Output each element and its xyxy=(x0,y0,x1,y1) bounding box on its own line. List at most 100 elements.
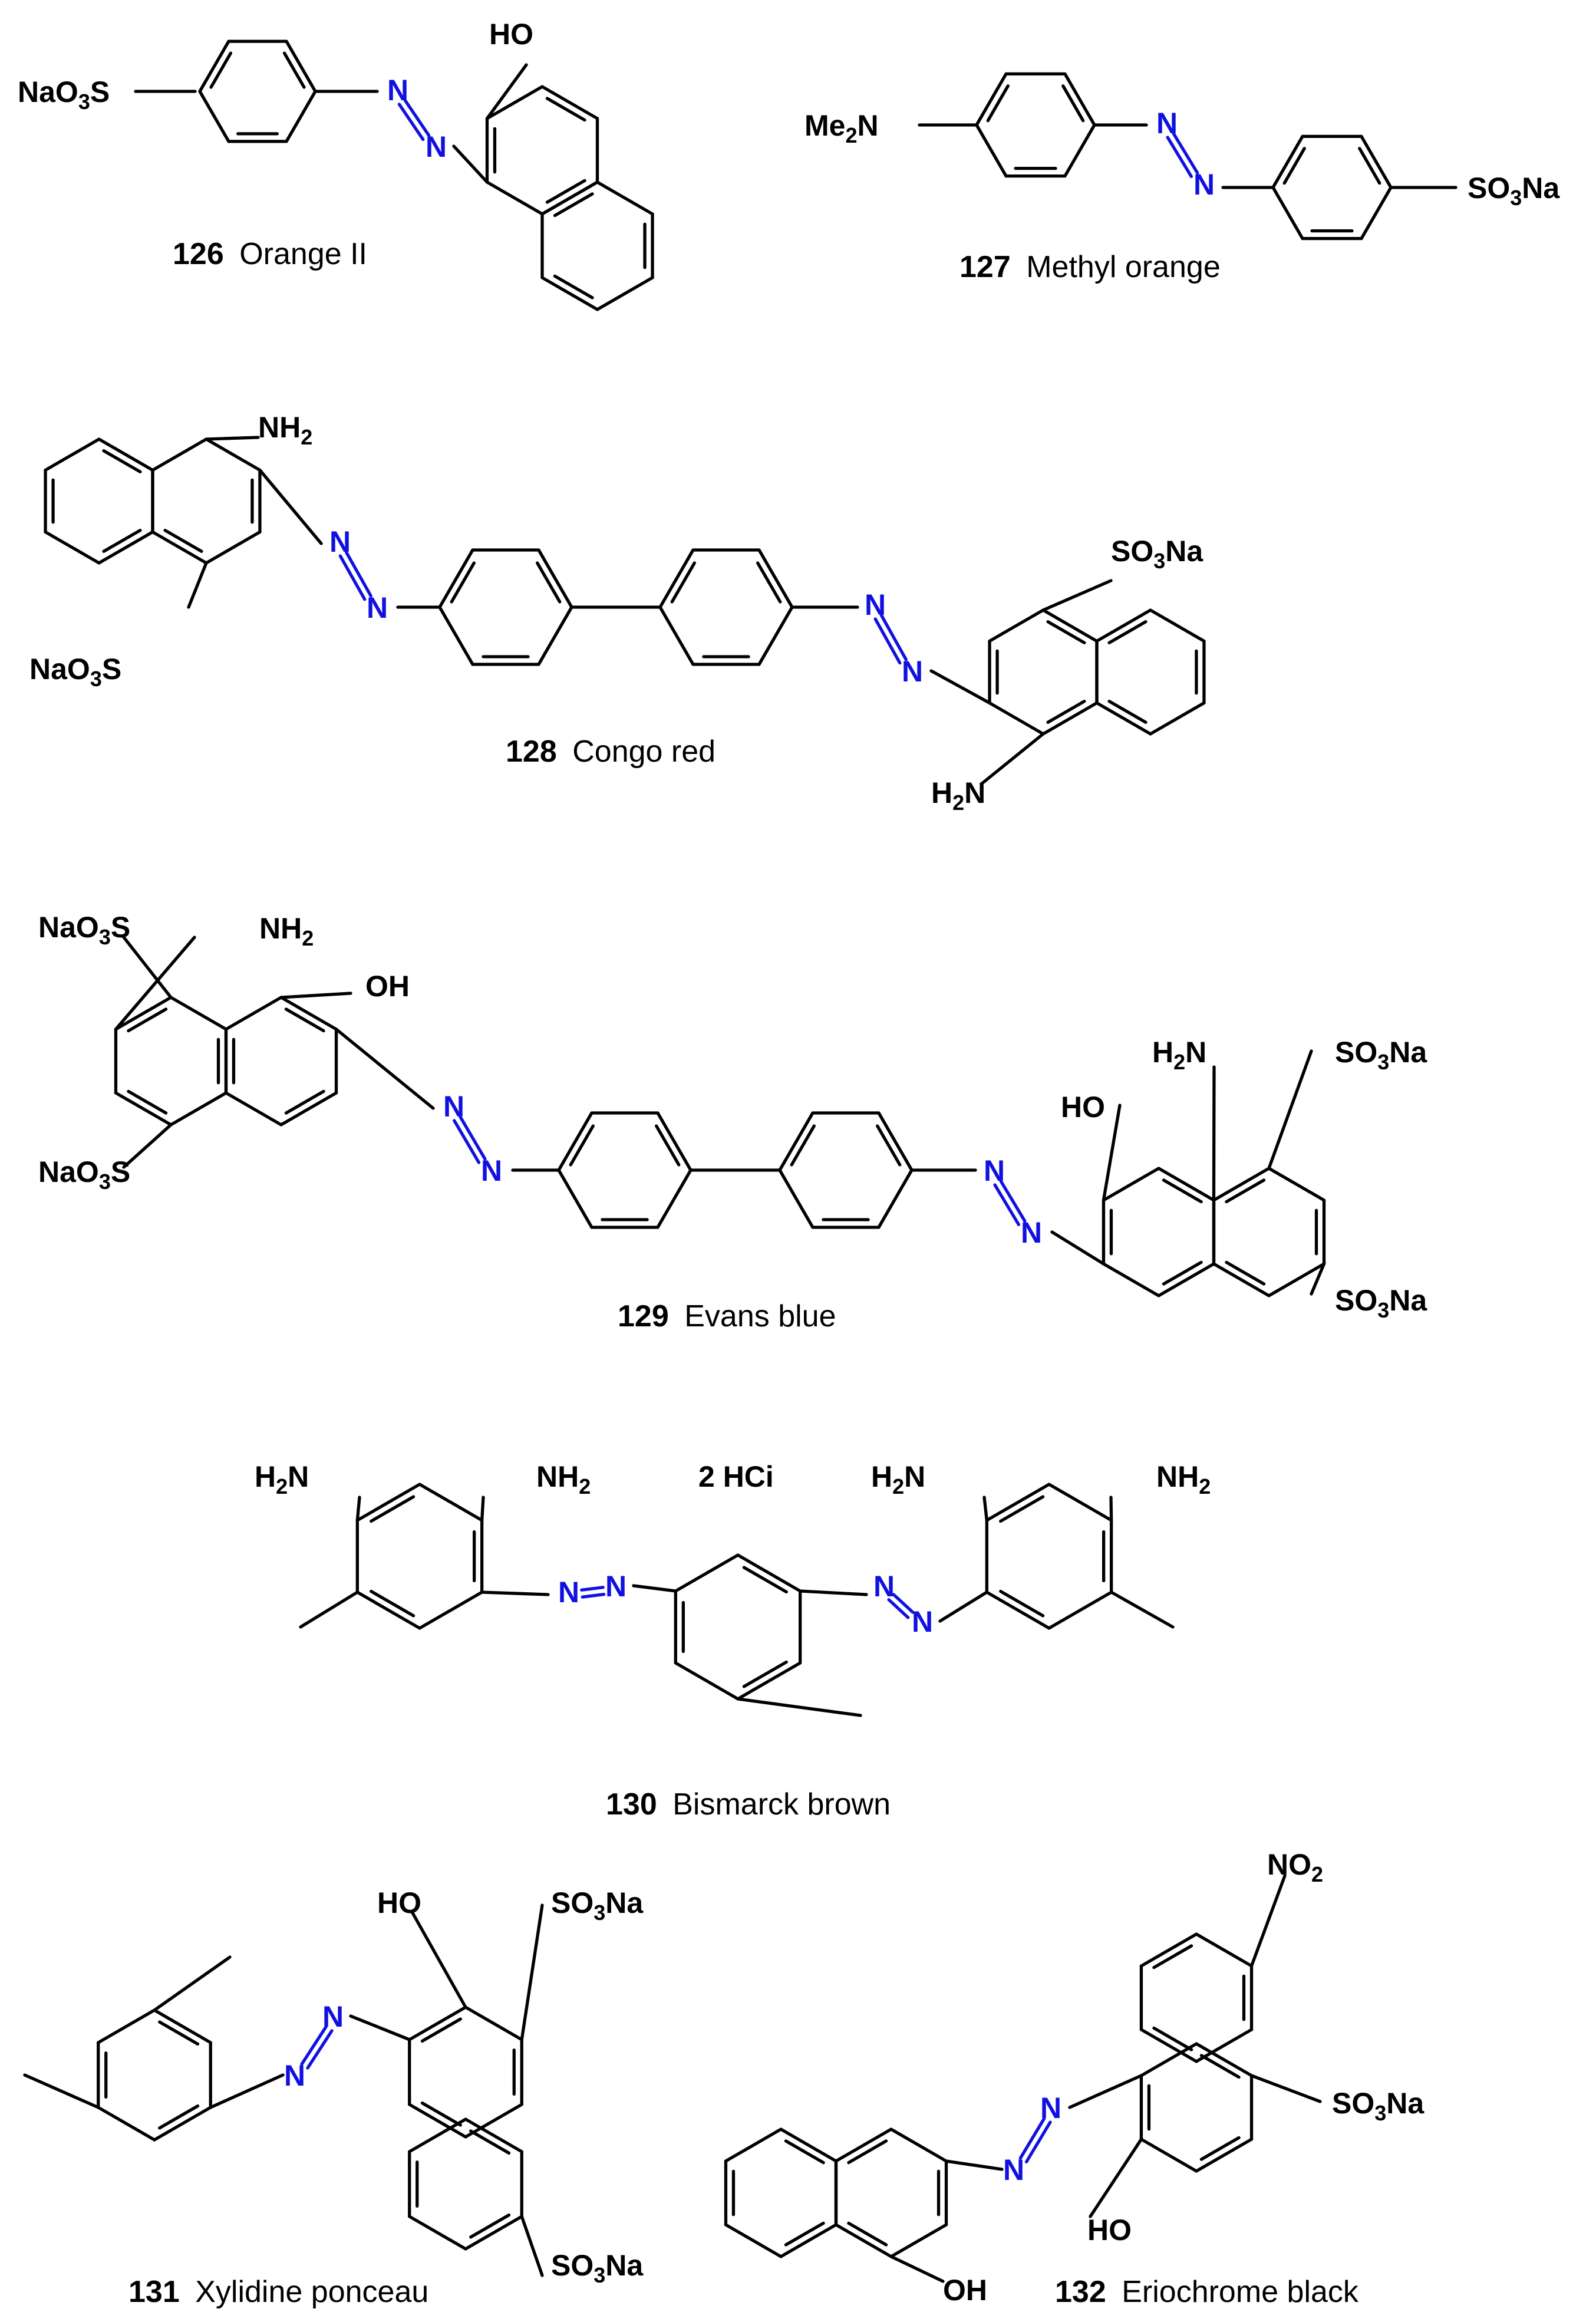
c126-naphthalene-a-edge xyxy=(485,85,544,120)
azo-bond xyxy=(306,2029,334,2070)
c131-naphthalene-a-edge xyxy=(408,2103,467,2139)
hydroxyl-label: OH xyxy=(943,2274,987,2307)
c132-naphthalene-b-edge xyxy=(834,2223,893,2258)
double-bond-line xyxy=(784,2139,825,2165)
c132-naphthalene-c-edge xyxy=(1195,2137,1254,2173)
double-bond-line xyxy=(127,1007,168,1033)
azo-bond xyxy=(892,1593,915,1614)
amino-label: NH2 xyxy=(536,1460,591,1498)
double-bond-line xyxy=(469,2129,511,2155)
bond-line xyxy=(334,1027,435,1110)
c130-benzene-a-edge xyxy=(418,1590,484,1630)
bond-line xyxy=(980,732,1045,786)
nitro-label: NO2 xyxy=(1267,1848,1323,1886)
azo-nitrogen: N xyxy=(284,2059,305,2092)
c131-naphthalene-b-edge xyxy=(464,2117,523,2153)
azo-nitrogen: N xyxy=(605,1570,626,1603)
azo-bond xyxy=(403,98,431,137)
double-bond-line xyxy=(756,561,782,604)
dimethylamino-label: Me2N xyxy=(804,109,879,147)
amino-label: H2N xyxy=(255,1460,309,1498)
c127-benzene-b-edge xyxy=(1271,134,1304,189)
double-bond-line xyxy=(1152,1944,1193,1969)
c130-benzene-b-edge xyxy=(736,1553,802,1593)
c128-naphthalene-c-edge xyxy=(988,701,1045,736)
bond-line xyxy=(1109,1496,1113,1522)
azo-bond xyxy=(880,614,908,661)
c129-naphthalene-d-edge xyxy=(1267,1167,1326,1202)
azo-nitrogen: N xyxy=(367,591,388,624)
c129-naphthalene-d-edge xyxy=(1267,1262,1326,1297)
bond-line xyxy=(209,2073,285,2109)
azo-bond xyxy=(1172,132,1199,174)
c127-benzene-b-edge xyxy=(1271,186,1304,241)
c129-naphthalene-a-edge xyxy=(114,996,173,1031)
bond-line xyxy=(23,2073,100,2109)
azo-nitrogen: N xyxy=(912,1605,933,1638)
c128-naphthalene-a-edge xyxy=(44,530,101,565)
bond-line xyxy=(258,468,323,545)
double-bond-line xyxy=(569,1124,595,1167)
c129-naphthalene-b-edge xyxy=(279,996,338,1031)
bond-line xyxy=(355,1496,361,1522)
amino-label: NH2 xyxy=(258,411,312,449)
double-bond-line xyxy=(742,1660,788,1688)
c129-biphenyl-b-edge xyxy=(778,1111,815,1172)
bond-line xyxy=(1068,2074,1143,2109)
bond-line xyxy=(1110,1590,1175,1629)
azo-nitrogen: N xyxy=(984,1154,1005,1187)
compound-128-caption: 128 Congo red xyxy=(506,735,715,769)
c132-naphthalene-a-edge xyxy=(779,2127,838,2163)
c130-benzene-a-edge xyxy=(355,1590,421,1630)
c129-naphthalene-c-edge xyxy=(1102,1262,1160,1297)
bond-line xyxy=(982,1496,988,1522)
double-bond-line xyxy=(1225,1260,1266,1286)
bond-line xyxy=(929,669,991,705)
azo-nitrogen: N xyxy=(329,525,351,558)
c132-naphthalene-b-edge xyxy=(889,2223,948,2258)
c130-benzene-a-edge xyxy=(418,1483,484,1522)
c128-naphthalene-d-edge xyxy=(1095,608,1152,643)
c126-naphthalene-b-edge xyxy=(540,276,599,311)
c128-biphenyl-b-edge xyxy=(658,605,695,666)
double-bond-line xyxy=(163,528,203,553)
azo-bond xyxy=(999,1180,1027,1223)
c128-biphenyl-b-edge xyxy=(757,605,794,666)
c128-biphenyl-a-edge xyxy=(438,548,474,609)
sodium-sulfonate-label: SO3Na xyxy=(1335,1284,1427,1322)
bond-line xyxy=(1089,2137,1143,2218)
c128-biphenyl-b-edge xyxy=(757,548,794,609)
double-bond-line xyxy=(102,449,142,474)
bond-line xyxy=(1267,1049,1313,1170)
double-bond-line xyxy=(1162,1260,1203,1286)
compound-129-number: 129 xyxy=(618,1299,669,1333)
compound-131-name: Xylidine ponceau xyxy=(195,2275,428,2309)
c128-naphthalene-a-edge xyxy=(44,437,101,472)
c129-biphenyl-a-edge xyxy=(656,1111,693,1172)
c131-benzene-edge xyxy=(97,2008,156,2044)
azo-nitrogen: N xyxy=(873,1570,895,1603)
azo-bond xyxy=(993,1183,1021,1226)
c132-naphthalene-d-edge xyxy=(1139,1932,1198,1968)
salt-label: 2 HCi xyxy=(698,1460,774,1493)
c128-naphthalene-a-edge xyxy=(97,530,154,565)
compound-127-name: Methyl orange xyxy=(1026,250,1221,284)
c128-naphthalene-d-edge xyxy=(1149,608,1206,643)
amino-label: NH2 xyxy=(1156,1460,1211,1498)
bond-line xyxy=(736,1697,862,1717)
compound-131-number: 131 xyxy=(128,2275,180,2309)
c127-benzene-a-edge xyxy=(1063,72,1096,127)
c127-benzene-b-edge xyxy=(1360,134,1393,189)
bond-line xyxy=(799,1589,868,1596)
bond-line xyxy=(1249,1874,1287,1968)
double-bond-line xyxy=(1225,1178,1266,1204)
c132-naphthalene-a-edge xyxy=(724,2127,783,2163)
c128-naphthalene-b-edge xyxy=(205,530,262,565)
c128-naphthalene-d-edge xyxy=(1149,701,1206,736)
c126-naphthalene-b-edge xyxy=(595,180,654,216)
c126-naphthalene-b-edge xyxy=(595,276,654,311)
compound-129-name: Evans blue xyxy=(684,1299,836,1333)
azo-bond xyxy=(453,1119,481,1164)
bond-line xyxy=(452,144,489,184)
bond-line xyxy=(122,1123,173,1169)
